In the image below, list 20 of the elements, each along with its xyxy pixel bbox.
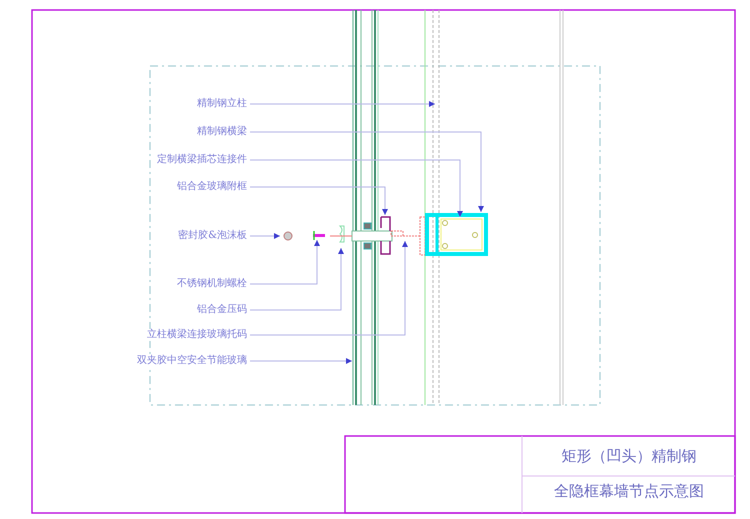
leader-line bbox=[250, 248, 344, 310]
part-label: 密封胶&泡沫板 bbox=[178, 230, 247, 242]
leader-line bbox=[250, 358, 352, 364]
part-label: 铝合金玻璃附框 bbox=[177, 181, 247, 193]
part-label: 不锈钢机制螺栓 bbox=[177, 278, 247, 290]
leader-line bbox=[250, 233, 280, 239]
part-label: 精制钢横梁 bbox=[197, 126, 247, 138]
leader-line bbox=[250, 101, 436, 107]
leader-line bbox=[250, 160, 463, 218]
part-label: 立柱横梁连接玻璃托码 bbox=[147, 329, 247, 341]
leader-line bbox=[250, 240, 408, 336]
drawing-title: 全隐框幕墙节点示意图 bbox=[553, 482, 705, 501]
part-label: 精制钢立柱 bbox=[197, 98, 247, 110]
part-label: 双夹胶中空安全节能玻璃 bbox=[137, 355, 247, 367]
part-label: 铝合金压码 bbox=[197, 304, 247, 316]
part-label: 定制横梁插芯连接件 bbox=[157, 154, 247, 166]
leader-line bbox=[250, 132, 484, 212]
leader-line bbox=[250, 240, 320, 284]
leader-line bbox=[250, 186, 388, 216]
drawing-subtitle: 矩形（凹头）精制钢 bbox=[560, 447, 698, 466]
